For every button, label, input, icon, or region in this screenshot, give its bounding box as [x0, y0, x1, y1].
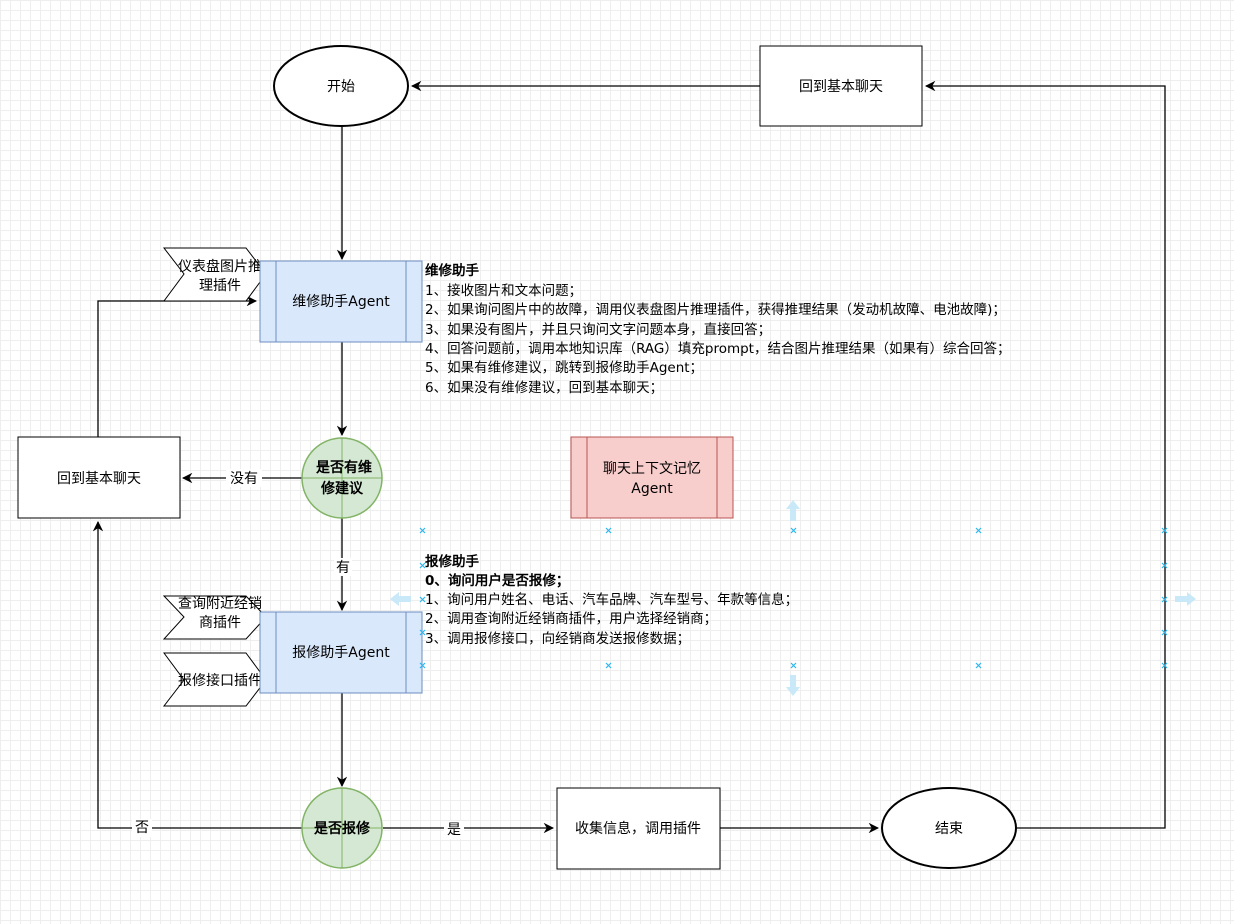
memory-agent-line2: Agent	[631, 481, 673, 497]
maintenance-decision-line2: 修建议	[320, 480, 364, 497]
handle-marker[interactable]	[419, 527, 426, 534]
repair-note-line: 2、如果询问图片中的故障，调用仪表盘图片推理插件，获得推理结果（发动机故障、电池…	[425, 301, 1006, 318]
handle-marker[interactable]	[1161, 562, 1168, 569]
start-label: 开始	[327, 79, 355, 95]
repair-assistant-note[interactable]: 维修助手 1、接收图片和文本问题； 2、如果询问图片中的故障，调用仪表盘图片推理…	[425, 262, 1010, 396]
arrow-up-handle[interactable]	[786, 500, 800, 521]
report-assistant-note[interactable]: 报修助手 0、询问用户是否报修； 1、询问用户姓名、电话、汽车品牌、汽车型号、年…	[425, 553, 798, 647]
report-plugin-label: 报修接口插件	[178, 672, 262, 689]
handle-marker[interactable]	[975, 662, 982, 669]
handle-marker[interactable]	[790, 527, 797, 534]
start-node[interactable]: 开始	[273, 45, 409, 127]
report-decision-node[interactable]: 是否报修	[301, 787, 383, 869]
dashboard-plugin-node[interactable]: 仪表盘图片推 理插件	[162, 247, 267, 302]
handle-marker[interactable]	[790, 662, 797, 669]
report-note-subtitle: 0、询问用户是否报修；	[425, 572, 569, 589]
handle-marker[interactable]	[419, 596, 426, 603]
edge-label-yes: 是	[447, 822, 461, 838]
repair-note-line: 4、回答问题前，调用本地知识库（RAG）填充prompt，结合图片推理结果（如果…	[425, 340, 1010, 357]
handle-marker[interactable]	[419, 662, 426, 669]
handle-marker[interactable]	[605, 527, 612, 534]
report-agent-node[interactable]: 报修助手Agent	[259, 611, 423, 694]
report-note-line: 1、询问用户姓名、电话、汽车品牌、汽车型号、年款等信息；	[425, 591, 798, 608]
arrow-left-handle[interactable]	[390, 592, 411, 606]
end-node[interactable]: 结束	[881, 787, 1017, 869]
resize-arrows[interactable]	[390, 500, 1196, 696]
back-to-chat-top-node[interactable]: 回到基本聊天	[759, 45, 923, 127]
repair-note-line: 6、如果没有维修建议，回到基本聊天；	[425, 379, 663, 396]
handle-marker[interactable]	[1161, 527, 1168, 534]
report-note-title: 报修助手	[425, 553, 479, 570]
back-to-chat-top-label: 回到基本聊天	[799, 78, 883, 95]
handle-marker[interactable]	[605, 662, 612, 669]
memory-agent-line1: 聊天上下文记忆	[603, 461, 701, 477]
report-decision-label: 是否报修	[314, 820, 371, 837]
collect-info-label: 收集信息，调用插件	[575, 820, 701, 837]
edge-label-have: 有	[336, 560, 350, 576]
repair-agent-label: 维修助手Agent	[292, 294, 390, 310]
memory-agent-node[interactable]: 聊天上下文记忆 Agent	[570, 436, 734, 519]
handle-marker[interactable]	[1161, 629, 1168, 636]
handle-marker[interactable]	[419, 629, 426, 636]
end-label: 结束	[935, 821, 963, 837]
selection-handles[interactable]	[419, 527, 1168, 669]
report-plugin-node[interactable]: 报修接口插件	[162, 652, 267, 707]
dealer-plugin-node[interactable]: 查询附近经销 商插件	[162, 595, 267, 640]
repair-note-title: 维修助手	[425, 262, 479, 279]
dashboard-plugin-label-line1: 仪表盘图片推	[178, 258, 262, 275]
handle-marker[interactable]	[419, 562, 426, 569]
repair-note-line: 3、如果没有图片，并且只询问文字问题本身，直接回答；	[425, 321, 771, 338]
arrow-down-handle[interactable]	[786, 675, 800, 696]
report-note-line: 3、调用报修接口，向经销商发送报修数据；	[425, 630, 690, 647]
collect-info-node[interactable]: 收集信息，调用插件	[556, 787, 721, 870]
arrow-right-handle[interactable]	[1175, 592, 1196, 606]
edge-label-no: 否	[135, 820, 149, 836]
edge-label-none: 没有	[230, 471, 258, 487]
maintenance-decision-node[interactable]: 是否有维 修建议	[301, 437, 383, 519]
handle-marker[interactable]	[1161, 596, 1168, 603]
repair-note-line: 5、如果有维修建议，跳转到报修助手Agent；	[425, 360, 703, 376]
handle-marker[interactable]	[1161, 662, 1168, 669]
repair-note-line: 1、接收图片和文本问题；	[425, 282, 582, 299]
edge-back-to-chat-to-repair-agent[interactable]	[97, 295, 258, 437]
maintenance-decision-line1: 是否有维	[316, 459, 372, 476]
dealer-plugin-label-line1: 查询附近经销	[178, 596, 262, 612]
report-agent-label: 报修助手Agent	[292, 645, 390, 661]
edge-end-to-back-to-chat[interactable]	[924, 80, 1166, 829]
report-note-line: 2、调用查询附近经销商插件，用户选择经销商；	[425, 610, 717, 627]
edge-report-decision-to-back-to-chat[interactable]	[92, 520, 302, 829]
back-to-chat-left-node[interactable]: 回到基本聊天	[17, 436, 181, 519]
dashboard-plugin-label-line2: 理插件	[199, 278, 241, 294]
repair-agent-node[interactable]: 维修助手Agent	[259, 260, 423, 343]
handle-marker[interactable]	[975, 527, 982, 534]
back-to-chat-left-label: 回到基本聊天	[57, 470, 141, 487]
dealer-plugin-label-line2: 商插件	[199, 615, 241, 631]
